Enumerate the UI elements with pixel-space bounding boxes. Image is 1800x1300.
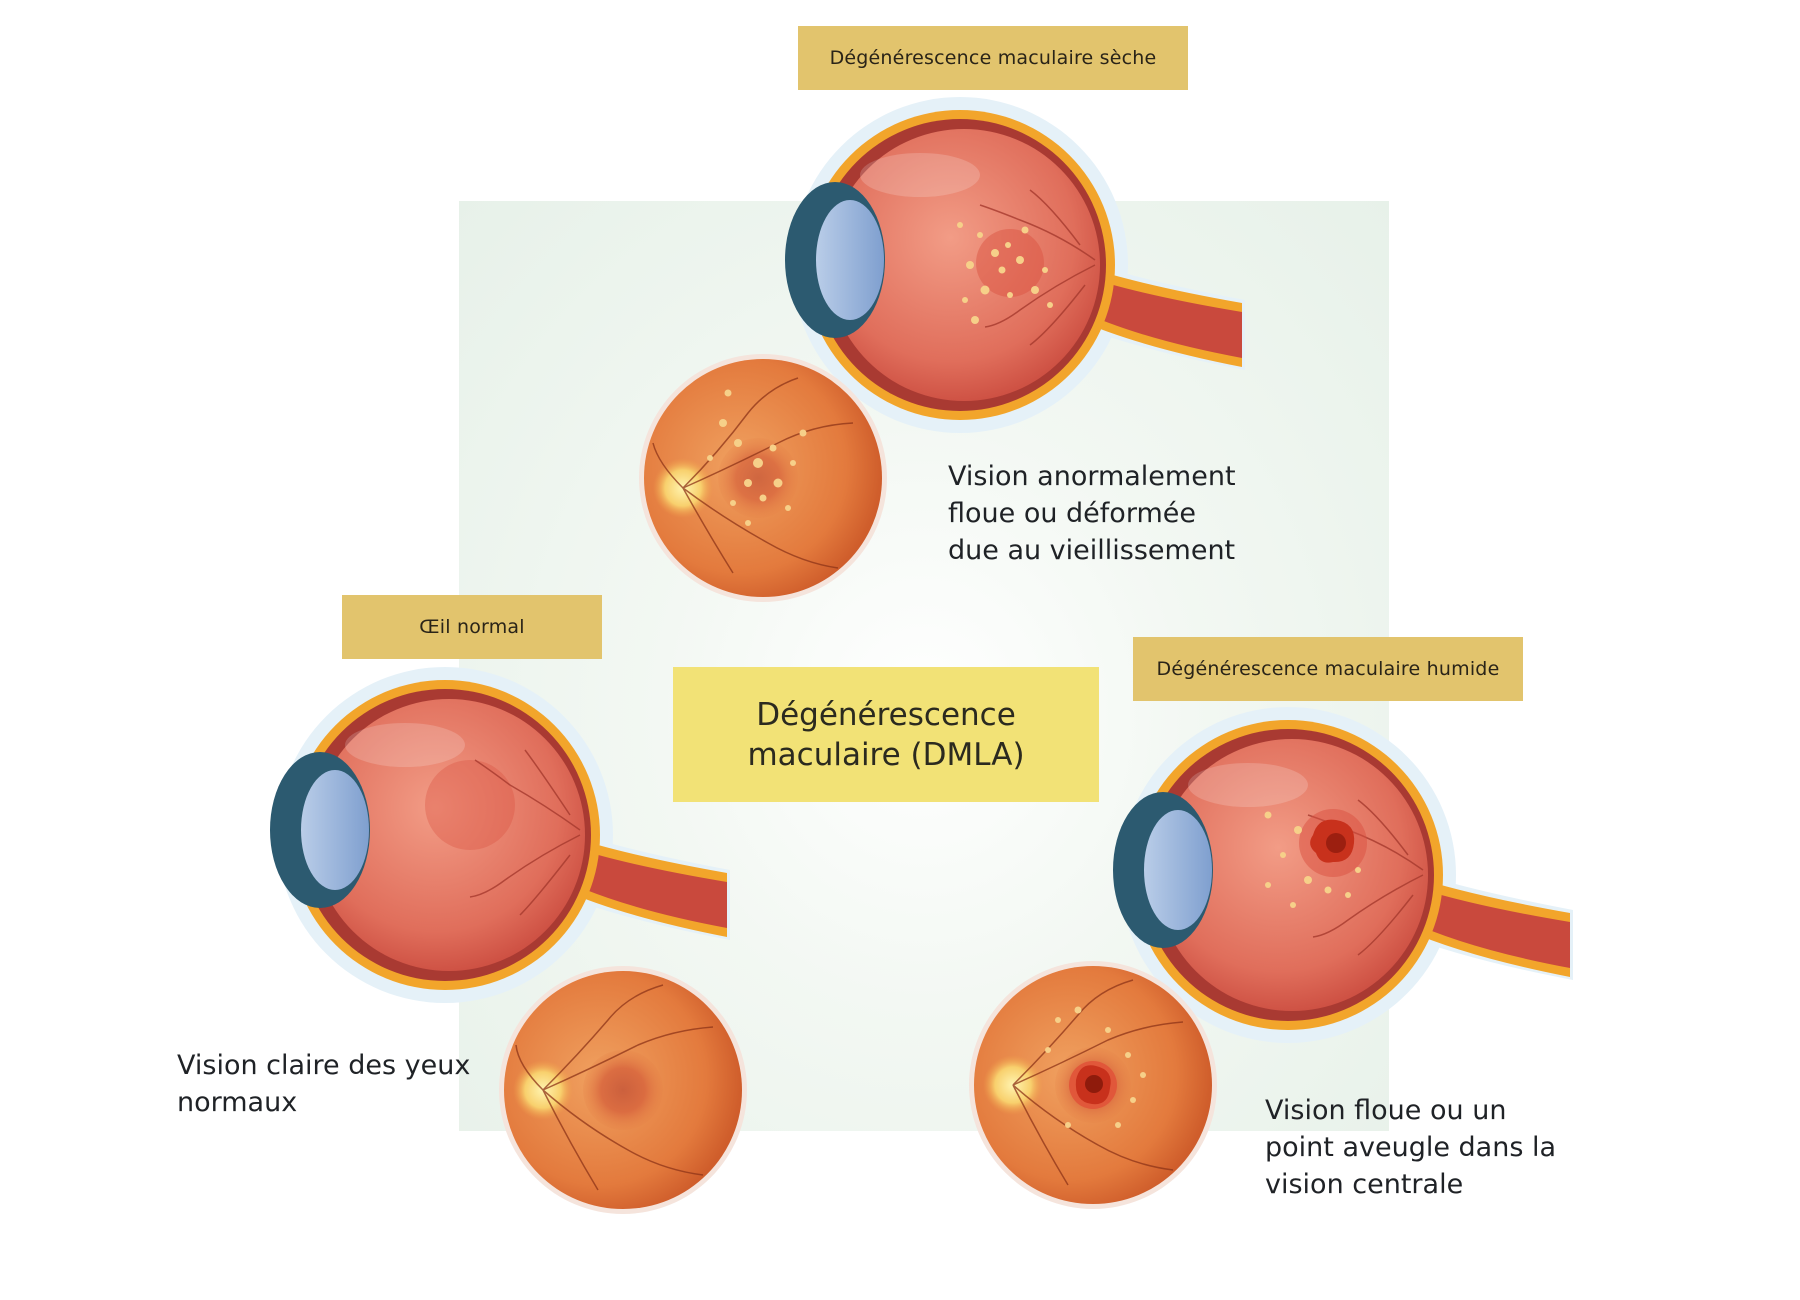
dry-amd-fundus — [639, 354, 887, 602]
eye-cross-section — [270, 667, 730, 1003]
dry-amd-label: Dégénérescence maculaire sèche — [798, 26, 1188, 90]
retina-fundus-view — [499, 966, 747, 1214]
hemorrhage — [1310, 819, 1355, 863]
normal-eye-caption: Vision claire des yeux normaux — [177, 1050, 471, 1118]
center-title: Dégénérescence maculaire (DMLA) — [747, 696, 1025, 773]
retina-fundus-view — [969, 961, 1217, 1209]
drusen-deposits — [1045, 1006, 1146, 1128]
normal-eye-illustration — [270, 667, 730, 1003]
wet-amd-fundus — [969, 961, 1217, 1209]
normal-eye-label-text: Œil normal — [419, 616, 525, 638]
drusen-deposits — [1264, 811, 1361, 908]
center-title-box: Dégénérescence maculaire (DMLA) — [673, 667, 1099, 802]
eye-cross-section — [785, 97, 1245, 433]
drusen-deposits — [707, 389, 807, 526]
wet-amd-caption: Vision floue ou un point aveugle dans la… — [1265, 1095, 1557, 1200]
retina-fundus-view — [639, 354, 887, 602]
eye-cross-section — [1113, 707, 1573, 1043]
dry-amd-label-text: Dégénérescence maculaire sèche — [829, 47, 1157, 69]
hemorrhage — [1069, 1061, 1117, 1109]
dry-amd-caption: Vision anormalement floue ou déformée du… — [948, 461, 1236, 566]
drusen-deposits — [957, 222, 1053, 324]
wet-amd-label: Dégénérescence maculaire humide — [1133, 637, 1523, 701]
normal-eye-label: Œil normal — [342, 595, 602, 659]
normal-fundus — [499, 966, 747, 1214]
wet-amd-label-text: Dégénérescence maculaire humide — [1156, 658, 1500, 680]
dry-amd-eye-illustration — [785, 97, 1245, 433]
wet-amd-eye-illustration — [1113, 707, 1573, 1043]
